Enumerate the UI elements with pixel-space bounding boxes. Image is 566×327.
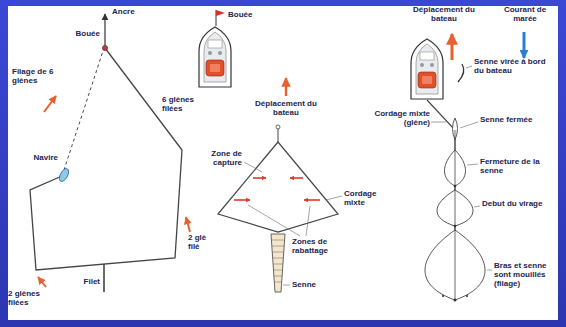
left-panel xyxy=(30,14,190,292)
label: Cordage mixte (glène) xyxy=(372,110,430,128)
label: Déplacement du bateau xyxy=(250,100,322,118)
label: Bouée xyxy=(228,11,268,20)
label: Déplacement du bateau xyxy=(412,6,476,24)
label: Ancre xyxy=(112,8,152,17)
boat-top-view xyxy=(411,39,443,99)
hauled-seine xyxy=(458,64,464,82)
floats xyxy=(442,185,468,302)
float xyxy=(276,125,280,129)
label: Filage de 6 glènes xyxy=(12,68,66,86)
anchor-line xyxy=(104,14,105,48)
direction-arrow xyxy=(44,96,56,112)
ship-icon xyxy=(58,167,71,183)
label: Senne xyxy=(292,281,332,290)
direction-arrow xyxy=(451,34,454,60)
label: Debut du virage xyxy=(482,200,554,209)
planned-path xyxy=(64,51,103,170)
seine-net xyxy=(271,234,285,292)
current-arrow xyxy=(523,32,526,58)
direction-arrow xyxy=(38,277,46,287)
label: Senne virée à bord du bateau xyxy=(474,58,554,76)
label: Bouée xyxy=(60,30,100,39)
label: 2 glènes filées xyxy=(8,290,60,308)
seine-ribs xyxy=(271,240,284,282)
label: Courant de marée xyxy=(500,6,550,24)
direction-arrow xyxy=(186,217,190,232)
label: 6 glènes filées xyxy=(162,96,202,114)
leader-lines xyxy=(244,162,342,285)
label: Navire xyxy=(24,154,58,163)
label: Zone de capture xyxy=(188,150,242,168)
label: 2 glè filé xyxy=(188,234,214,252)
label: Cordage mixte xyxy=(344,190,390,208)
buoy-dot xyxy=(102,45,107,50)
direction-arrow xyxy=(285,78,287,96)
label: Fermeture de la senne xyxy=(480,158,556,176)
center-rope xyxy=(455,130,456,300)
buoy-flag xyxy=(216,10,225,16)
boat-top-view xyxy=(199,27,231,87)
label: Bras et senne sont mouillés (filage) xyxy=(494,262,554,289)
stem-line xyxy=(278,128,279,142)
label: Senne fermée xyxy=(480,116,550,125)
label: Zones de rabattage xyxy=(292,238,354,256)
herding-arrows xyxy=(234,178,320,200)
net-stub xyxy=(103,264,105,292)
label: Filet xyxy=(72,278,100,287)
